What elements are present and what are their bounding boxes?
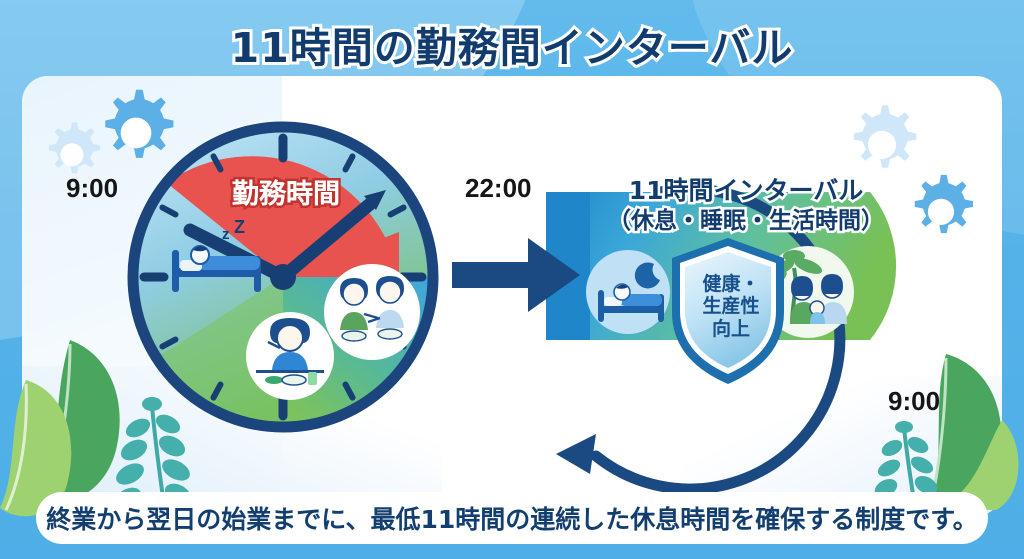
leaf-icon [930, 354, 1019, 510]
work-hours-label: 勤務時間 [232, 179, 340, 210]
svg-text:z: z [222, 226, 230, 243]
shield-label: 健康・ 生産性 向上 [684, 273, 778, 340]
clock-start-time-label: 9:00 [66, 173, 119, 203]
gear-icon [914, 174, 973, 234]
gear-icon [105, 89, 174, 158]
page-title-shadow: 11時間の勤務間インターバル [230, 26, 794, 74]
clock-end-time-label: 22:00 [465, 173, 532, 203]
leaf-icon [0, 340, 120, 517]
caption-bar: 終業から翌日の始業までに、最低11時間の連続した休息時間を確保する制度です。 [36, 492, 988, 544]
clock-face: z z Z [127, 121, 439, 433]
interval-heading-line1-shadow: 11時間インターバル [628, 176, 864, 205]
shield-label-line3: 向上 [711, 317, 750, 340]
svg-text:z: z [212, 232, 219, 247]
page-title: 11時間の勤務間インターバル [228, 21, 796, 75]
interval-heading-line2-shadow: （休息・睡眠・生活時間） [608, 207, 884, 234]
interval-return-time-label: 9:00 [888, 386, 941, 416]
interval-heading: 11時間インターバル （休息・睡眠・生活時間） [556, 174, 936, 236]
caption-text: 終業から翌日の始業までに、最低11時間の連続した休息時間を確保する制度です。 [46, 505, 978, 534]
interval-heading-shadow: 11時間インターバル （休息・睡眠・生活時間） [556, 176, 936, 235]
svg-text:Z: Z [234, 217, 245, 237]
shield-label-line2: 生産性 [702, 295, 760, 318]
gear-icon [853, 105, 917, 168]
gear-icon [48, 122, 101, 174]
interval-heading-line2: （休息・睡眠・生活時間） [606, 205, 887, 236]
shield-label-line1: 健康・ [702, 273, 760, 295]
interval-heading-line1: 11時間インターバル [626, 174, 866, 208]
interval-panel [546, 183, 897, 495]
right-arrow-icon [452, 238, 580, 312]
work-hours-label-outline: 勤務時間 [230, 177, 343, 213]
